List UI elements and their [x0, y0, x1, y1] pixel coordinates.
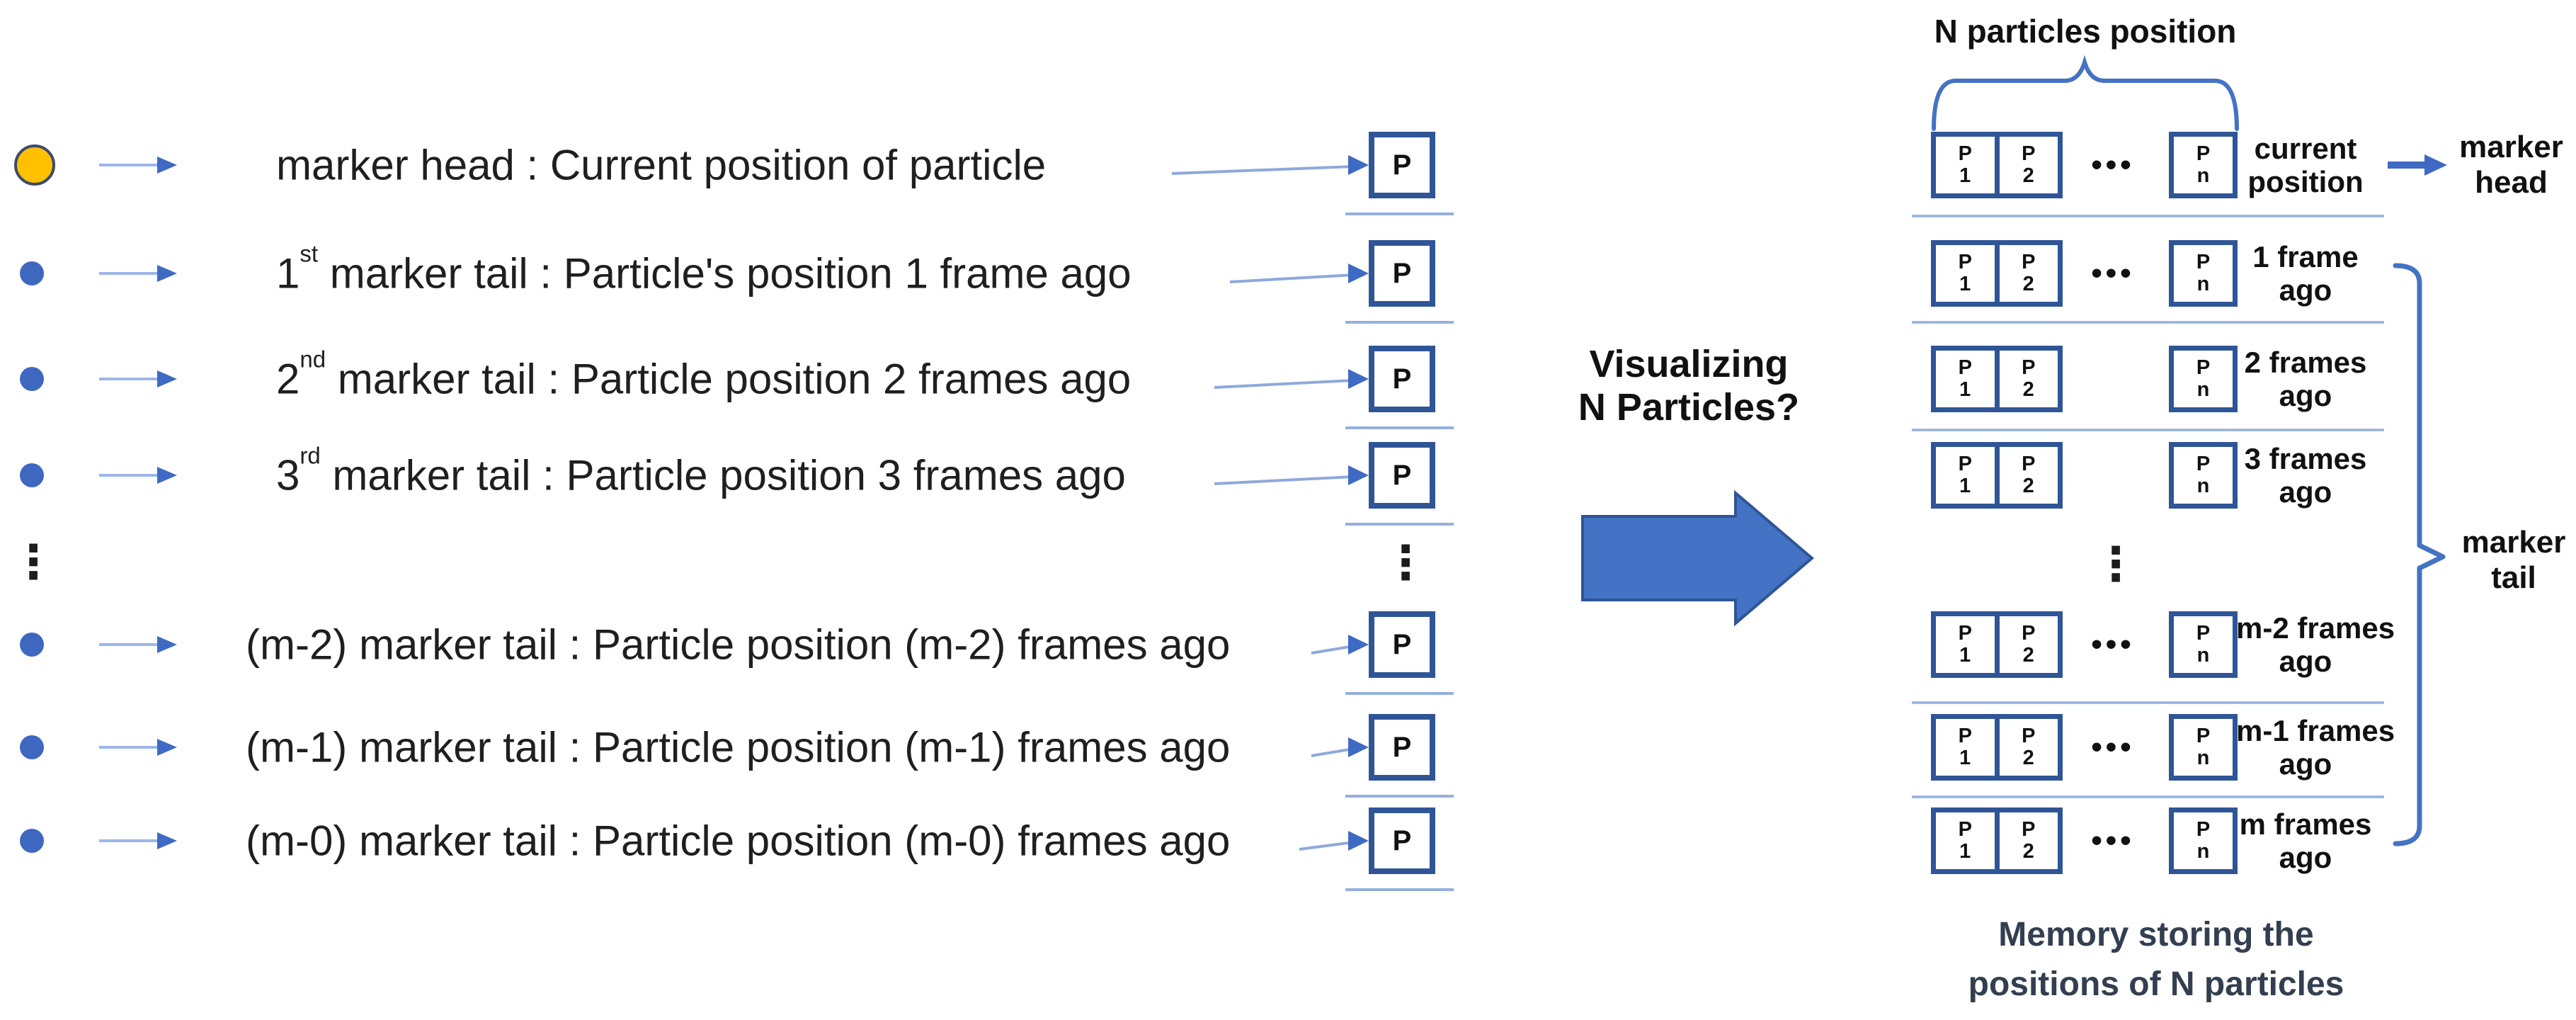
pbox-underlines	[1345, 212, 1454, 891]
marker-tail-bullet-icon	[20, 367, 44, 391]
legend-text: marker head : Current position of partic…	[276, 141, 1047, 189]
particle-box: P	[1369, 346, 1435, 412]
particle-box: P	[1369, 132, 1435, 198]
marker-tail-bullet-icon	[20, 261, 44, 285]
pbox-column-ellipsis: ⋮	[1382, 536, 1429, 590]
row-ellipsis: •••	[2091, 147, 2135, 182]
question-line1: Visualizing	[1589, 343, 1789, 385]
marker-tail-bullet-icon	[20, 829, 44, 853]
question-line2: N Particles?	[1578, 386, 1800, 429]
memory-caption: Memory storing the positions of N partic…	[1968, 916, 2344, 1003]
row-ellipsis: •••	[2091, 256, 2135, 290]
legend-text: (m-2) marker tail : Particle position (m…	[246, 620, 1231, 669]
marker-tail-bullet-icon	[20, 633, 44, 657]
big-transform-arrow-icon	[1581, 489, 1815, 627]
top-brace-icon	[1932, 55, 2239, 131]
marker-tail-brace-icon	[2393, 263, 2446, 846]
n-particles-position-label: N particles position	[1934, 13, 2237, 50]
legend-ellipsis: ⋮	[10, 535, 57, 589]
row-ellipsis: •••	[2091, 730, 2135, 764]
particle-box: P	[1369, 240, 1435, 307]
marker-head-arrow-icon	[2388, 154, 2447, 176]
particle-box: P	[1369, 714, 1435, 781]
row-ellipsis: •••	[2091, 823, 2135, 858]
memory-row-separators	[1912, 215, 2384, 798]
particle-box: P	[1369, 442, 1435, 509]
memory-column-ellipsis: ⋮	[2092, 537, 2139, 591]
legend-arrow-icons	[99, 164, 159, 842]
particle-box: P	[1369, 808, 1435, 874]
legend-text: (m-0) marker tail : Particle position (m…	[246, 817, 1231, 865]
legend-text: 1st marker tail : Particle's position 1 …	[276, 240, 1132, 298]
legend-text: (m-1) marker tail : Particle position (m…	[246, 723, 1231, 771]
marker-head-bullet-icon	[14, 144, 55, 186]
marker-tail-bullet-icon	[20, 463, 44, 487]
legend-text: 3rd marker tail : Particle position 3 fr…	[276, 442, 1126, 499]
particle-box: P	[1369, 611, 1435, 678]
connector-arrowheads	[1348, 155, 1369, 851]
row-ellipsis: •••	[2091, 627, 2135, 662]
connector-arrow-icons	[1171, 165, 1355, 851]
question-title: Visualizing N Particles?	[1561, 343, 1816, 429]
marker-tail-bullet-icon	[20, 735, 44, 759]
legend-arrowheads	[157, 157, 177, 849]
legend-text: 2nd marker tail : Particle position 2 fr…	[276, 346, 1132, 403]
